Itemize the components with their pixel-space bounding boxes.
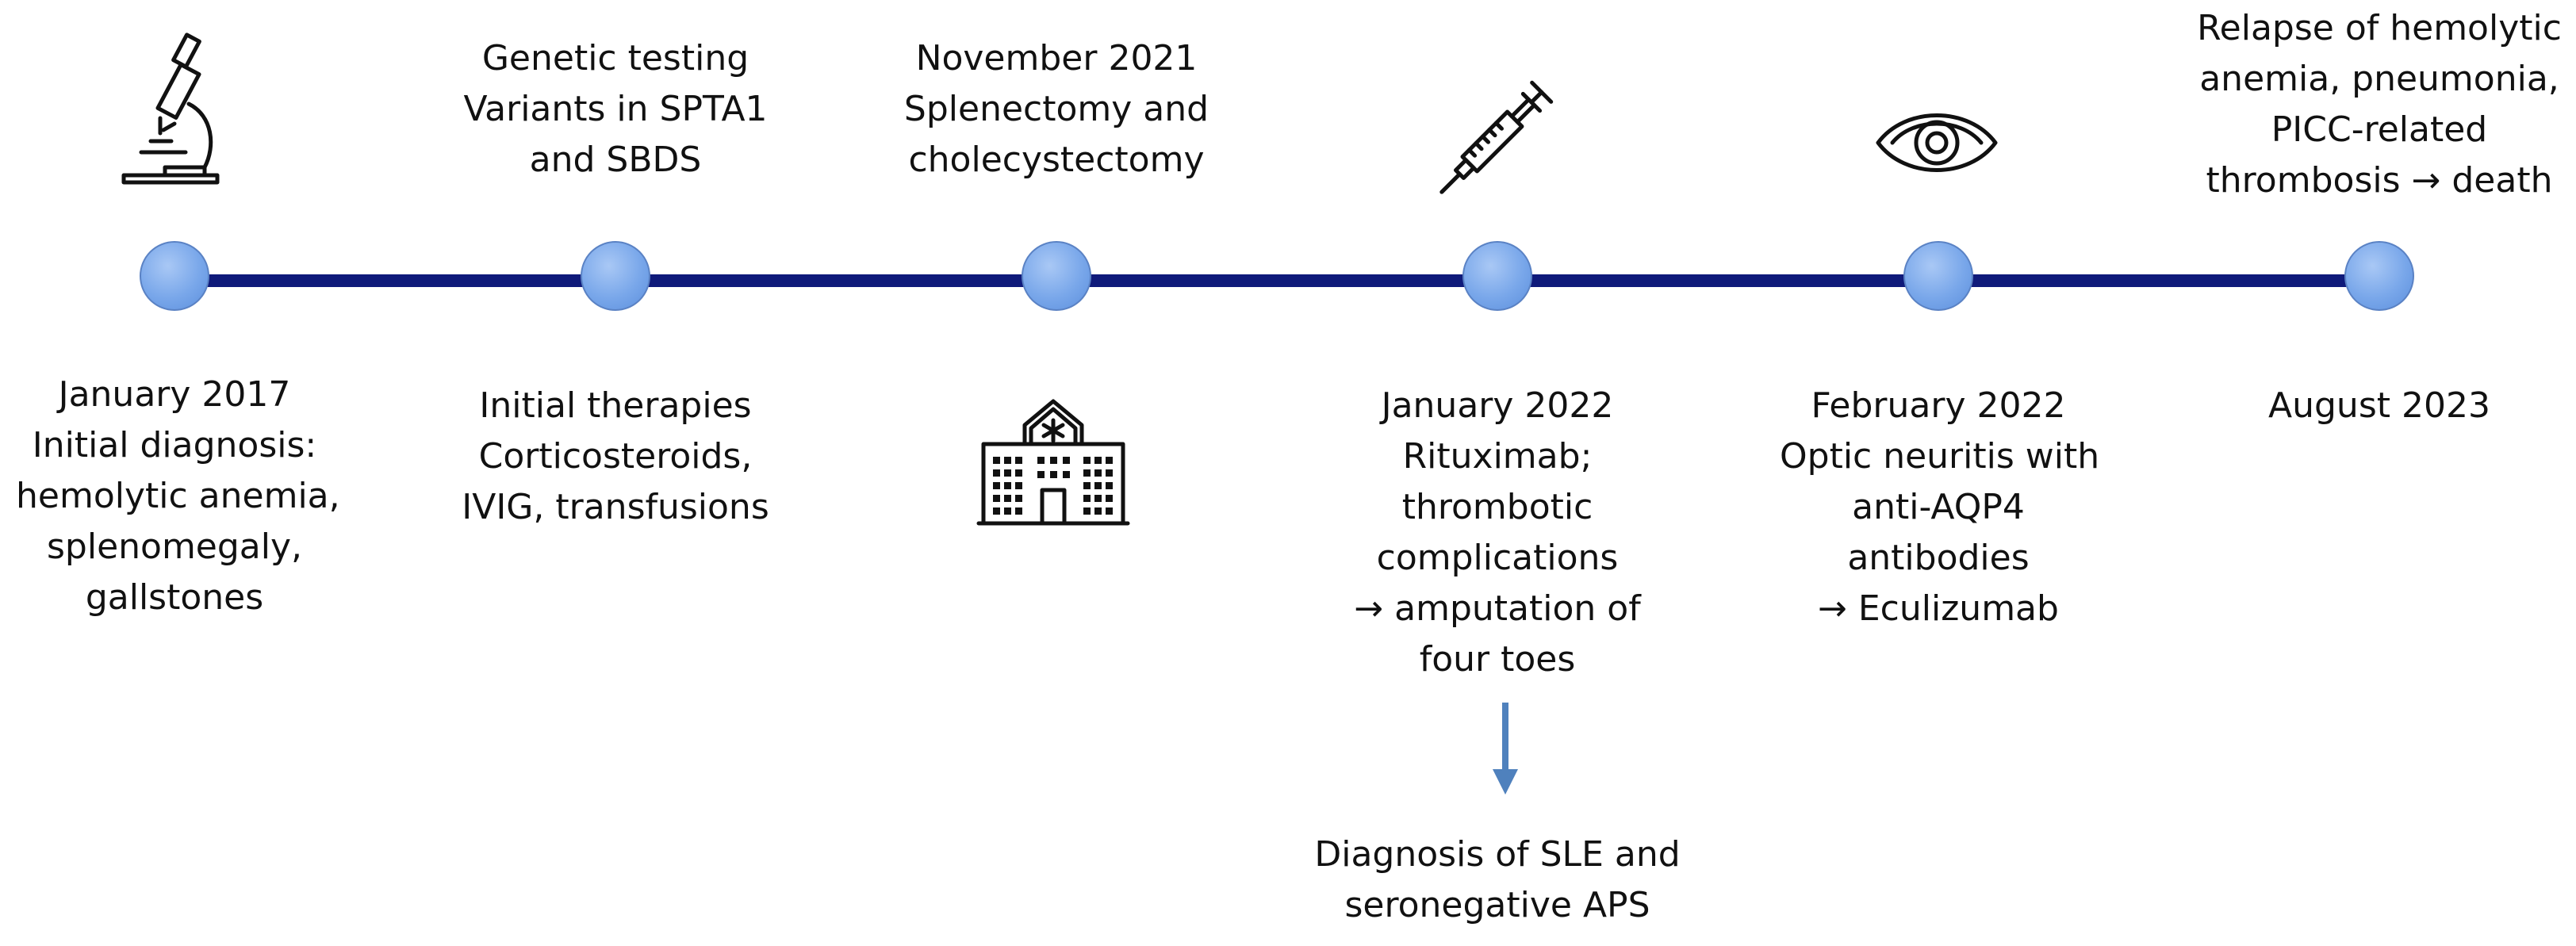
event-2-top-line-3: and SBDS [529, 140, 702, 180]
event-1-line-3: hemolytic anemia, [16, 476, 340, 516]
event-4-followup-line-2: seronegative APS [1344, 885, 1650, 925]
syringe-icon [1428, 71, 1562, 206]
event-6-label: August 2023 [2221, 381, 2538, 431]
event-2-line-3: IVIG, transfusions [462, 487, 769, 527]
event-1-line-2: Initial diagnosis: [32, 425, 317, 465]
event-4-line-5: → amputation of [1354, 588, 1641, 629]
timeline-node-1 [140, 241, 209, 311]
event-1-line-5: gallstones [85, 577, 264, 618]
event-5-line-3: anti-AQP4 [1852, 487, 2025, 527]
down-arrow-icon [1489, 703, 1521, 801]
hospital-icon [976, 396, 1131, 527]
event-3-top-line-2: Splenectomy and [903, 89, 1209, 129]
event-2-line-1: Initial therapies [479, 385, 752, 426]
event-4-line-1: January 2022 [1381, 385, 1614, 426]
event-2-top-line-1: Genetic testing [481, 38, 749, 79]
event-5-line-1: February 2022 [1811, 385, 2066, 426]
timeline-node-3 [1022, 241, 1091, 311]
event-2-top-line-2: Variants in SPTA1 [463, 89, 768, 129]
event-2-top-label: Genetic testing Variants in SPTA1 and SB… [457, 33, 774, 186]
event-2-label: Initial therapies Corticosteroids, IVIG,… [457, 381, 774, 533]
event-5-line-4: antibodies [1847, 538, 2030, 578]
event-1-label: January 2017 Initial diagnosis: hemolyti… [16, 370, 340, 623]
event-5-label: February 2022 Optic neuritis with anti-A… [1780, 381, 2100, 634]
event-3-top-label: November 2021 Splenectomy and cholecyste… [898, 33, 1215, 186]
event-4-followup-line-1: Diagnosis of SLE and [1314, 834, 1681, 875]
event-4-line-2: Rituximab; [1402, 436, 1593, 477]
event-6-top-label: Relapse of hemolytic anemia, pneumonia, … [2189, 3, 2570, 206]
timeline-node-4 [1462, 241, 1532, 311]
timeline-line [174, 274, 2379, 287]
event-4-label: January 2022 Rituximab; thrombotic compl… [1339, 381, 1656, 685]
event-6-top-line-1: Relapse of hemolytic [2197, 8, 2562, 48]
event-3-top-line-1: November 2021 [915, 38, 1198, 79]
event-3-top-line-3: cholecystectomy [908, 140, 1205, 180]
event-6-top-line-2: anemia, pneumonia, [2199, 59, 2559, 99]
timeline-node-5 [1903, 241, 1973, 311]
event-1-line-4: splenomegaly, [46, 527, 303, 567]
event-4-followup-label: Diagnosis of SLE and seronegative APS [1299, 829, 1696, 931]
event-6-top-line-3: PICC-related [2271, 109, 2488, 150]
event-1-line-1: January 2017 [58, 374, 291, 415]
eye-icon [1873, 103, 2000, 182]
timeline-node-2 [581, 241, 650, 311]
event-6-line-1: August 2023 [2268, 385, 2490, 426]
event-4-line-3: thrombotic [1401, 487, 1593, 527]
timeline-node-6 [2344, 241, 2414, 311]
event-4-line-4: complications [1376, 538, 1619, 578]
event-6-top-line-4: thrombosis → death [2206, 160, 2553, 201]
event-5-line-5: → Eculizumab [1818, 588, 2059, 629]
event-2-line-2: Corticosteroids, [478, 436, 753, 477]
event-4-line-6: four toes [1419, 639, 1576, 680]
event-5-line-2: Optic neuritis with [1780, 436, 2100, 477]
microscope-icon [119, 29, 222, 187]
